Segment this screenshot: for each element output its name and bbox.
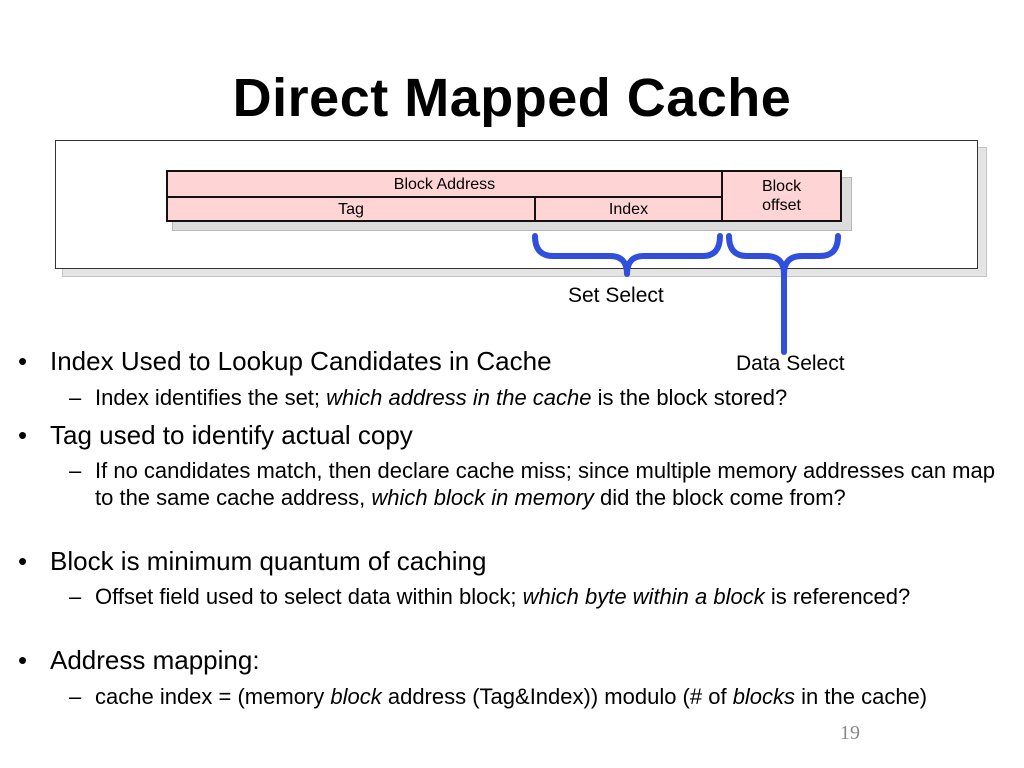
bullet-3-text: Block is minimum quantum of caching [50, 546, 487, 576]
set-select-label: Set Select [568, 284, 664, 307]
sub-bullet-1-pre: Index identifies the set; [95, 385, 327, 410]
index-label: Index [608, 200, 649, 218]
sub-bullet-3-em: which byte within a block [522, 584, 765, 609]
sub-bullet-dash: – [69, 458, 82, 483]
bullet-dot: • [18, 546, 28, 576]
sub-bullet-2-em: which block in memory [371, 485, 594, 510]
sub-bullet-dash: – [69, 684, 82, 709]
bullet-2: • Tag used to identify actual copy [18, 420, 413, 450]
bullet-dot: • [18, 420, 28, 450]
block-offset-cell: Block offset [721, 170, 842, 222]
bullet-1: • Index Used to Lookup Candidates in Cac… [18, 346, 552, 376]
index-cell: Index [534, 196, 723, 222]
page-number: 19 [840, 722, 860, 744]
sub-bullet-1-post: is the block stored? [591, 385, 788, 410]
sub-bullet-4-em: block [330, 684, 382, 709]
tag-label: Tag [338, 200, 364, 218]
bullet-3: • Block is minimum quantum of caching [18, 546, 487, 576]
sub-bullet-2: – If no candidates match, then declare c… [69, 457, 1007, 511]
sub-bullet-4-em2: blocks [732, 684, 796, 709]
block-address-cell: Block Address [166, 170, 723, 198]
block-offset-label-line1: Block [761, 178, 802, 195]
block-offset-label-line2: offset [762, 197, 801, 214]
sub-bullet-2-pre: If no candidates match, then declare cac… [95, 458, 995, 510]
sub-bullet-4-post2: in the cache) [795, 684, 928, 709]
sub-bullet-3: – Offset field used to select data withi… [69, 583, 1007, 610]
sub-bullet-1-em: which address in the cache [326, 385, 592, 410]
slide-title: Direct Mapped Cache [232, 68, 792, 128]
sub-bullet-4-pre: cache index = (memory [95, 684, 331, 709]
sub-bullet-3-post: is referenced? [764, 584, 911, 609]
sub-bullet-dash: – [69, 385, 82, 410]
bullet-4-text: Address mapping: [50, 645, 260, 675]
bullet-dot: • [18, 346, 28, 376]
set-select-brace [532, 233, 723, 277]
sub-bullet-4: – cache index = (memory block address (T… [69, 683, 1021, 710]
data-select-brace [726, 233, 841, 277]
bullet-dot: • [18, 645, 28, 675]
data-select-label: Data Select [736, 352, 845, 375]
sub-bullet-dash: – [69, 584, 82, 609]
bullet-4: • Address mapping: [18, 645, 260, 675]
sub-bullet-3-pre: Offset field used to select data within … [95, 584, 523, 609]
selector-braces [532, 233, 841, 355]
sub-bullet-4-post: address (Tag&Index)) modulo (# of [381, 684, 733, 709]
sub-bullet-1: – Index identifies the set; which addres… [69, 384, 1015, 411]
block-address-label: Block Address [393, 175, 496, 193]
bullet-2-text: Tag used to identify actual copy [50, 420, 413, 450]
tag-cell: Tag [166, 196, 536, 222]
bullet-1-text: Index Used to Lookup Candidates in Cache [50, 346, 552, 376]
sub-bullet-2-post: did the block come from? [593, 485, 846, 510]
